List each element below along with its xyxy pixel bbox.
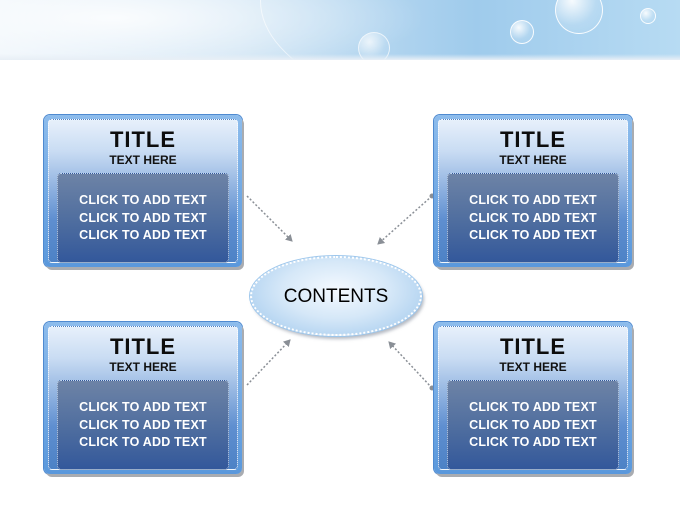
card-bottom-left[interactable]: TITLE TEXT HERE CLICK TO ADD TEXT CLICK … xyxy=(44,322,242,474)
card-top-left[interactable]: TITLE TEXT HERE CLICK TO ADD TEXT CLICK … xyxy=(44,115,242,267)
card-subtitle[interactable]: TEXT HERE xyxy=(499,360,567,374)
card-frame: TITLE TEXT HERE CLICK TO ADD TEXT CLICK … xyxy=(438,326,628,470)
connector-bottom-right xyxy=(388,341,433,389)
center-label[interactable]: CONTENTS xyxy=(283,286,389,307)
card-body-line: CLICK TO ADD TEXT xyxy=(79,417,207,432)
connector-top-left xyxy=(246,195,293,242)
card-body-line: CLICK TO ADD TEXT xyxy=(469,210,597,225)
card-body-line: CLICK TO ADD TEXT xyxy=(469,400,597,414)
card-body-line: CLICK TO ADD TEXT xyxy=(79,228,207,242)
bubble-decoration xyxy=(510,20,534,44)
card-frame: TITLE TEXT HERE CLICK TO ADD TEXT CLICK … xyxy=(48,326,238,470)
card-body-line: CLICK TO ADD TEXT xyxy=(469,228,597,242)
card-bottom-right[interactable]: TITLE TEXT HERE CLICK TO ADD TEXT CLICK … xyxy=(434,322,632,474)
card-body-line: CLICK TO ADD TEXT xyxy=(79,435,207,449)
card-subtitle[interactable]: TEXT HERE xyxy=(109,153,177,167)
bubble-decoration xyxy=(640,8,656,24)
card-body-text-box[interactable]: CLICK TO ADD TEXT CLICK TO ADD TEXT CLIC… xyxy=(447,380,619,470)
card-title[interactable]: TITLE xyxy=(499,127,567,152)
connector-bottom-left xyxy=(246,339,291,386)
card-frame: TITLE TEXT HERE CLICK TO ADD TEXT CLICK … xyxy=(48,119,238,263)
card-body-line: CLICK TO ADD TEXT xyxy=(79,210,207,225)
card-title[interactable]: TITLE xyxy=(109,127,177,152)
card-title[interactable]: TITLE xyxy=(499,334,567,359)
card-body-text-box[interactable]: CLICK TO ADD TEXT CLICK TO ADD TEXT CLIC… xyxy=(57,380,229,470)
card-body-line: CLICK TO ADD TEXT xyxy=(469,193,597,207)
card-subtitle[interactable]: TEXT HERE xyxy=(499,153,567,167)
card-body-line: CLICK TO ADD TEXT xyxy=(79,193,207,207)
card-body-line: CLICK TO ADD TEXT xyxy=(469,435,597,449)
card-body-line: CLICK TO ADD TEXT xyxy=(469,417,597,432)
card-subtitle[interactable]: TEXT HERE xyxy=(109,360,177,374)
card-title[interactable]: TITLE xyxy=(109,334,177,359)
card-body-line: CLICK TO ADD TEXT xyxy=(79,400,207,414)
card-body-text-box[interactable]: CLICK TO ADD TEXT CLICK TO ADD TEXT CLIC… xyxy=(57,173,229,263)
card-body-text-box[interactable]: CLICK TO ADD TEXT CLICK TO ADD TEXT CLIC… xyxy=(447,173,619,263)
connector-top-right xyxy=(377,195,433,245)
card-frame: TITLE TEXT HERE CLICK TO ADD TEXT CLICK … xyxy=(438,119,628,263)
header-banner xyxy=(0,0,680,60)
connector-dot xyxy=(429,193,435,199)
connector-dot xyxy=(429,385,435,391)
center-ellipse[interactable]: CONTENTS xyxy=(250,256,422,336)
card-top-right[interactable]: TITLE TEXT HERE CLICK TO ADD TEXT CLICK … xyxy=(434,115,632,267)
